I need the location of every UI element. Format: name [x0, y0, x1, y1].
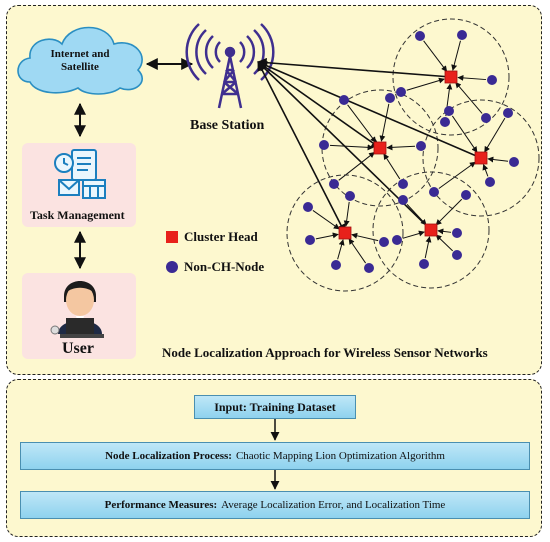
- node-link: [438, 161, 476, 189]
- node-link: [455, 81, 483, 114]
- cluster-head: [424, 223, 438, 237]
- non-ch-node: [392, 235, 402, 245]
- non-ch-node: [481, 113, 491, 123]
- node-link: [347, 104, 377, 143]
- cluster-boundary: [422, 99, 540, 217]
- task-management-label: Task Management: [30, 208, 125, 222]
- node-link: [424, 236, 432, 259]
- head-tower-link: [257, 61, 432, 231]
- non-ch-node: [444, 106, 454, 116]
- cluster-head: [474, 151, 488, 165]
- non-ch-node: [416, 141, 426, 151]
- non-ch-node: [345, 191, 355, 201]
- non-ch-node: [385, 93, 395, 103]
- cluster-head: [373, 141, 387, 155]
- node-link: [457, 74, 487, 81]
- non-ch-node: [429, 187, 439, 197]
- node-link: [315, 232, 339, 240]
- node-link: [484, 117, 506, 153]
- tower-icon: [185, 23, 275, 109]
- node-link: [383, 153, 401, 180]
- cloud-icon: [17, 26, 143, 95]
- non-ch-node: [364, 263, 374, 273]
- non-ch-node: [319, 140, 329, 150]
- network-caption: Node Localization Approach for Wireless …: [162, 345, 488, 360]
- cluster-head: [338, 226, 352, 240]
- task-management-icon: [54, 149, 106, 199]
- node-link: [451, 40, 461, 71]
- non-ch-node: [457, 30, 467, 40]
- node-link: [379, 103, 390, 142]
- node-link: [329, 144, 374, 151]
- legend-cluster-head-label: Cluster Head: [184, 229, 258, 244]
- node-link: [437, 228, 452, 235]
- input-box: Input: Training Dataset: [194, 395, 356, 419]
- non-ch-node: [503, 108, 513, 118]
- legend-cluster-head: Cluster Head: [166, 229, 258, 245]
- non-ch-node: [452, 250, 462, 260]
- node-link: [482, 163, 489, 177]
- node-link: [435, 234, 454, 252]
- head-tower-link: [257, 61, 381, 149]
- user-label: User: [62, 340, 94, 357]
- node-link: [312, 210, 340, 230]
- node-link: [343, 201, 350, 227]
- non-ch-node: [329, 179, 339, 189]
- measures-value: Average Localization Error, and Localiza…: [221, 499, 446, 511]
- cluster-head-swatch: [166, 231, 178, 243]
- process-box: Node Localization Process: Chaotic Mappi…: [20, 442, 530, 470]
- base-station-label: Base Station: [190, 118, 265, 133]
- input-label: Input: Training Dataset: [214, 399, 336, 414]
- non-ch-node-swatch: [166, 261, 178, 273]
- non-ch-node: [419, 259, 429, 269]
- node-link: [406, 204, 427, 226]
- legend-non-ch-node: Non-CH-Node: [166, 259, 264, 275]
- non-ch-node: [461, 190, 471, 200]
- head-tower-link: [257, 61, 346, 234]
- non-ch-node: [509, 157, 519, 167]
- non-ch-node: [415, 31, 425, 41]
- node-link: [386, 144, 416, 151]
- node-link: [423, 40, 448, 72]
- non-ch-node: [452, 228, 462, 238]
- non-ch-node: [485, 177, 495, 187]
- non-ch-node: [305, 235, 315, 245]
- non-ch-node: [440, 117, 450, 127]
- process-value: Chaotic Mapping Lion Optimization Algori…: [235, 450, 445, 462]
- non-ch-node: [398, 195, 408, 205]
- legend-non-ch-node-label: Non-CH-Node: [184, 259, 265, 274]
- process-label: Node Localization Process:: [105, 450, 232, 462]
- node-link: [348, 238, 367, 264]
- node-link: [451, 115, 478, 153]
- non-ch-node: [398, 179, 408, 189]
- measures-box: Performance Measures: Average Localizati…: [20, 491, 530, 519]
- node-link: [402, 230, 425, 239]
- user-icon: [50, 281, 104, 338]
- non-ch-node: [396, 87, 406, 97]
- cluster-boundary: [392, 18, 510, 136]
- non-ch-node: [303, 202, 313, 212]
- node-link: [337, 239, 345, 260]
- non-ch-node: [379, 237, 389, 247]
- non-ch-node: [339, 95, 349, 105]
- cluster-head: [444, 70, 458, 84]
- non-ch-node: [487, 75, 497, 85]
- measures-label: Performance Measures:: [104, 499, 218, 511]
- node-link: [487, 156, 509, 163]
- cluster-boundary: [372, 171, 490, 289]
- cloud-label: Internet and Satellite: [50, 48, 110, 73]
- non-ch-node: [331, 260, 341, 270]
- node-link: [406, 77, 445, 91]
- node-link: [435, 198, 463, 226]
